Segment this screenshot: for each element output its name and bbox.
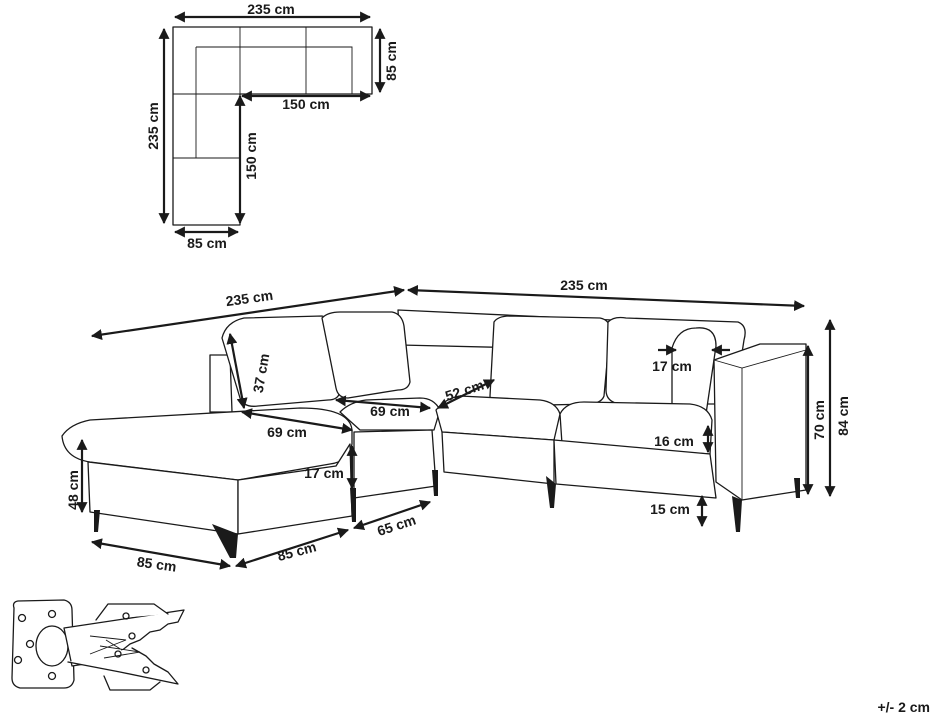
seat-depth-b-label: 69 cm xyxy=(370,403,410,419)
total-height-label: 84 cm xyxy=(835,396,851,436)
sofa-overall-left-label: 235 cm xyxy=(225,287,274,309)
floorplan-inner-height-label: 150 cm xyxy=(243,132,259,179)
ottoman-height-label: 48 cm xyxy=(65,470,81,510)
tolerance-label: +/- 2 cm xyxy=(877,699,930,715)
module-depth-label: 65 cm xyxy=(375,512,418,539)
seat-cushion-height-label: 16 cm xyxy=(654,433,694,449)
floorplan-left-height-label: 235 cm xyxy=(145,102,161,149)
ottoman-cushion-label: 17 cm xyxy=(304,465,344,481)
connector-clip-illustration xyxy=(11,599,185,691)
floorplan-top-width-label: 235 cm xyxy=(247,1,294,17)
back-cushion-height-label: 37 cm xyxy=(250,352,273,394)
pillow-thickness-label: 17 cm xyxy=(652,358,692,374)
floorplan-bottom-width-label: 85 cm xyxy=(187,235,227,251)
seat-depth-a-label: 69 cm xyxy=(267,424,307,440)
arm-height-label: 70 cm xyxy=(811,400,827,440)
sofa-illustration: 235 cm 235 cm 37 cm 69 cm 69 cm 52 cm 17… xyxy=(61,277,851,575)
floor-plan: 235 cm 85 cm 150 cm 235 cm 150 cm 85 cm xyxy=(145,1,399,251)
floorplan-inner-width-label: 150 cm xyxy=(282,96,329,112)
floorplan-arm-depth-label: 85 cm xyxy=(383,41,399,81)
ottoman-width-label: 85 cm xyxy=(136,553,178,574)
sofa-overall-right-label: 235 cm xyxy=(560,277,607,293)
ottoman-depth-label: 85 cm xyxy=(275,538,317,564)
leg-height-label: 15 cm xyxy=(650,501,690,517)
